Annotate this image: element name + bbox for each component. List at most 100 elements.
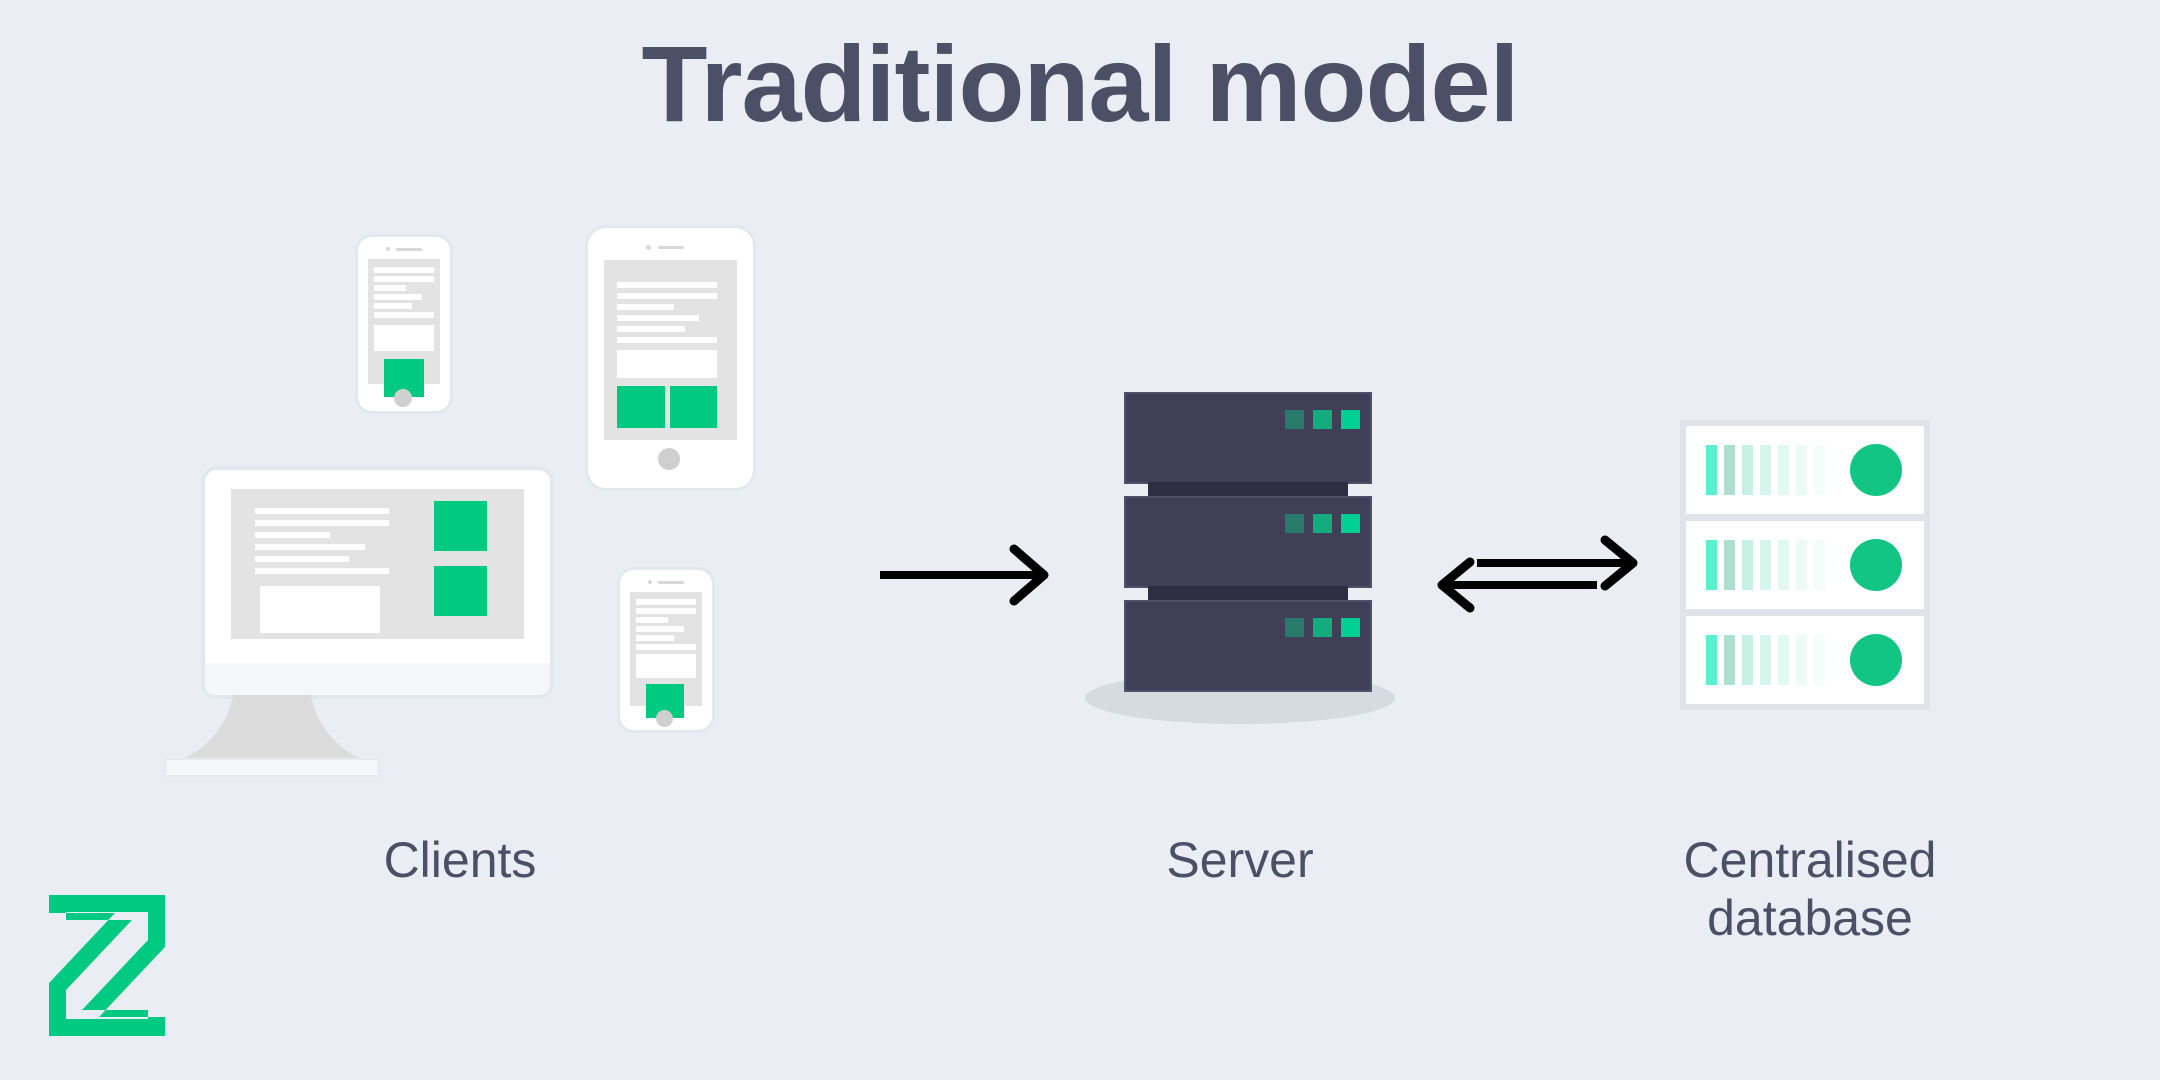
database-bars [1706,540,1825,590]
screen-text-line [255,544,365,550]
phone-screen [368,259,440,397]
screen-text-line [374,276,434,282]
screen-content-box [260,586,380,633]
monitor-base [166,760,378,775]
phone-home-button[interactable] [394,389,412,407]
monitor-screen [231,489,524,639]
database-bars [1706,635,1825,685]
phone-speaker-dot [648,580,652,584]
screen-text-line [374,303,412,309]
monitor-chin [205,663,550,695]
device-tablet[interactable] [588,228,753,488]
screen-green-block [670,386,717,428]
screen-text-line [255,532,330,538]
page-title: Traditional model [641,23,1519,144]
screen-text-line [636,599,696,605]
server-led-dim [1285,514,1304,533]
screen-text-line [636,644,696,650]
database-status-indicator [1850,634,1902,686]
server-connector [1148,586,1348,602]
database-bar [1706,540,1717,590]
database-label-line2: database [1707,889,1913,946]
z-logo[interactable] [42,890,172,1040]
database-bar [1706,635,1717,685]
database-bar [1742,635,1753,685]
server-led-mid [1313,514,1332,533]
server-unit[interactable] [1126,498,1370,586]
server-connector [1148,482,1348,498]
screen-text-line [636,617,668,623]
server-unit[interactable] [1126,394,1370,482]
screen-text-line [255,508,389,514]
database-label-line1: Centralised [1683,832,1937,888]
monitor-frame [205,470,550,695]
database-bar [1724,445,1735,495]
screen-text-line [255,520,389,526]
server-led-dim [1285,410,1304,429]
screen-text-line [617,293,717,299]
screen-text-line [255,556,349,562]
monitor-stand [167,695,377,765]
tablet-screen [604,260,737,440]
database-bar [1778,445,1789,495]
server-led-dim [1285,618,1304,637]
database-bar [1760,445,1771,495]
database-bar [1778,635,1789,685]
database-label: Centralised database [1580,832,2040,947]
screen-content-box [374,325,434,351]
screen-text-line [636,635,674,641]
server-unit[interactable] [1126,602,1370,690]
database-bar [1814,445,1825,495]
server-led-bright [1341,618,1360,637]
screen-text-line [617,326,685,332]
screen-text-line [374,267,434,273]
database-slot[interactable] [1686,521,1924,609]
database-bar [1742,445,1753,495]
database-bar [1760,540,1771,590]
screen-text-line [617,315,699,321]
screen-content-box [636,654,696,678]
server-led-bright [1341,514,1360,533]
database-bar [1724,635,1735,685]
database-slot[interactable] [1686,426,1924,514]
screen-text-line [374,285,406,291]
tablet-home-button[interactable] [658,448,680,470]
screen-green-block [434,501,487,551]
database-bar [1814,540,1825,590]
database-bar [1796,445,1807,495]
device-phone-bottom[interactable] [620,570,712,730]
tablet-speaker-dot [646,245,651,250]
database-bar [1724,540,1735,590]
database-status-indicator [1850,539,1902,591]
server-label: Server [1166,832,1314,888]
screen-text-line [255,568,389,574]
database-bar [1760,635,1771,685]
screen-green-block [617,386,665,428]
phone-speaker-bar [658,581,684,584]
screen-text-line [374,312,434,318]
clients-to-server-arrow [880,544,1049,606]
database-bar [1814,635,1825,685]
database-slot[interactable] [1686,616,1924,704]
server-led-bright [1341,410,1360,429]
server-to-database-arrow [1437,535,1638,613]
screen-content-box [617,350,717,378]
database-bars [1706,445,1825,495]
screen-text-line [617,337,717,343]
clients-label: Clients [383,832,537,888]
device-phone-top[interactable] [358,237,450,411]
screen-text-line [617,304,674,310]
database-bar [1796,540,1807,590]
screen-green-block [434,566,487,616]
server-led-mid [1313,618,1332,637]
database-bar [1706,445,1717,495]
database-status-indicator [1850,444,1902,496]
screen-text-line [636,608,696,614]
screen-text-line [617,282,717,288]
database-rack [1680,420,1930,710]
server-led-mid [1313,410,1332,429]
database-bar [1742,540,1753,590]
phone-speaker-bar [396,248,422,251]
phone-home-button[interactable] [656,710,673,727]
